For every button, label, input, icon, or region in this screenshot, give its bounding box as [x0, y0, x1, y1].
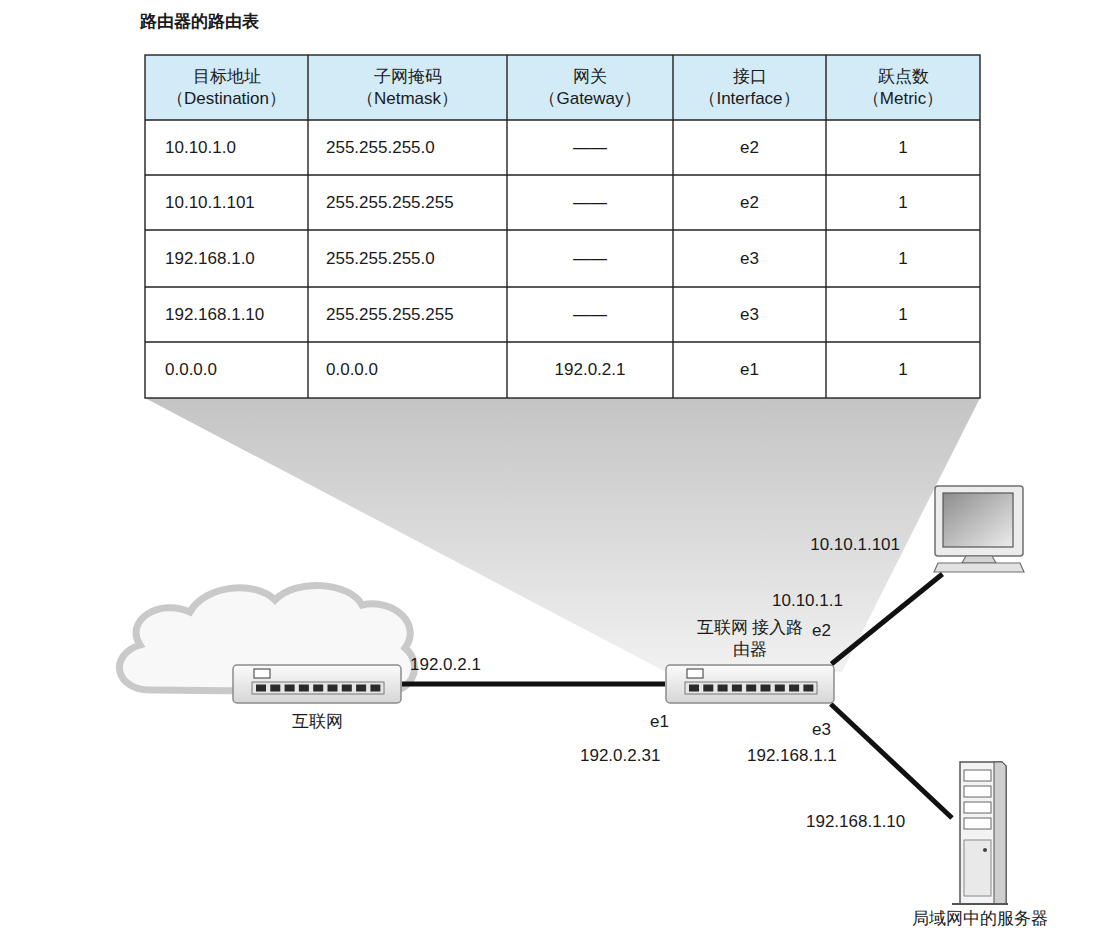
ip-address: 192.0.2.1 — [410, 655, 481, 675]
table-cell: —— — [507, 230, 673, 287]
network-link — [831, 704, 952, 818]
lan-server-shape — [952, 758, 1008, 906]
table-value: 1 — [898, 359, 907, 381]
network-link — [831, 574, 942, 664]
table-cell: 1 — [826, 175, 980, 230]
table-cell: 255.255.255.0 — [308, 120, 507, 175]
router-icon — [233, 665, 401, 703]
router-icon — [666, 665, 834, 703]
table-cell: 10.10.1.0 — [145, 120, 308, 175]
table-cell: 255.255.255.255 — [308, 287, 507, 342]
table-value: 10.10.1.101 — [165, 192, 255, 214]
access-router: 互联网 接入路由器 — [665, 664, 835, 704]
ip-address: 192.0.2.31 — [580, 746, 660, 766]
table-cell: e3 — [673, 287, 826, 342]
table-grid — [145, 55, 980, 398]
table-value: 192.168.1.0 — [165, 248, 255, 270]
ip-address: 192.168.1.10 — [806, 812, 905, 832]
table-cell: 1 — [826, 342, 980, 398]
table-cell: 0.0.0.0 — [145, 342, 308, 398]
table-cell: 1 — [826, 120, 980, 175]
table-cell: —— — [507, 287, 673, 342]
table-value: 0.0.0.0 — [326, 359, 378, 381]
table-cell: 1 — [826, 287, 980, 342]
interface-name: e2 — [812, 621, 831, 641]
table-header: 接口 （Interface） — [685, 66, 815, 110]
table-value: e2 — [740, 192, 759, 214]
table-value: 192.168.1.10 — [165, 304, 264, 326]
table-value: 255.255.255.255 — [326, 304, 454, 326]
interface-name: e3 — [812, 720, 831, 740]
table-cell: 1 — [826, 230, 980, 287]
table-cell: 192.168.1.0 — [145, 230, 308, 287]
table-cell: 0.0.0.0 — [308, 342, 507, 398]
table-header-fill — [145, 55, 980, 120]
server-icon — [952, 762, 1008, 904]
table-cell: 目标地址 （Destination） — [145, 55, 308, 120]
table-value: e3 — [740, 304, 759, 326]
table-cell: —— — [507, 120, 673, 175]
table-value: 0.0.0.0 — [165, 359, 217, 381]
lan-server: 局域网中的服务器 — [952, 758, 1008, 906]
table-value: e3 — [740, 248, 759, 270]
ip-address: 192.168.1.1 — [747, 746, 837, 766]
ip-address: 10.10.1.101 — [810, 535, 900, 555]
table-header: 目标地址 （Destination） — [162, 66, 292, 110]
table-value: 1 — [898, 304, 907, 326]
pc-host-shape — [932, 484, 1026, 574]
table-cell: e1 — [673, 342, 826, 398]
table-value: 1 — [898, 248, 907, 270]
table-value: —— — [573, 304, 607, 326]
internet-router: 互联网 — [232, 664, 402, 704]
table-value: 255.255.255.255 — [326, 192, 454, 214]
table-header: 子网掩码 （Netmask） — [343, 66, 473, 110]
table-value: 192.0.2.1 — [555, 359, 626, 381]
table-value: 255.255.255.0 — [326, 248, 435, 270]
table-cell: 10.10.1.101 — [145, 175, 308, 230]
table-header: 跃点数 （Metric） — [838, 66, 968, 110]
table-value: —— — [573, 192, 607, 214]
table-cell: 255.255.255.0 — [308, 230, 507, 287]
device-label: 局域网中的服务器 — [912, 909, 1048, 929]
table-cell: 192.168.1.10 — [145, 287, 308, 342]
table-cell: 192.0.2.1 — [507, 342, 673, 398]
table-cell: 跃点数 （Metric） — [826, 55, 980, 120]
internet-router-shape — [232, 664, 402, 704]
pc-host: 10.10.1.101 — [932, 484, 1026, 574]
table-cell: e2 — [673, 175, 826, 230]
table-value: e2 — [740, 137, 759, 159]
table-cell: e3 — [673, 230, 826, 287]
table-value: 1 — [898, 192, 907, 214]
ip-address: 10.10.1.1 — [772, 591, 843, 611]
table-value: 1 — [898, 137, 907, 159]
table-value: 10.10.1.0 — [165, 137, 236, 159]
table-value: —— — [573, 248, 607, 270]
network-link — [402, 682, 665, 687]
table-value: e1 — [740, 359, 759, 381]
interface-name: e1 — [650, 712, 669, 732]
table-body-fill — [145, 120, 980, 398]
device-label: 互联网 接入路由器 — [695, 617, 805, 661]
table-value: —— — [573, 137, 607, 159]
table-header: 网关 （Gateway） — [525, 66, 655, 110]
table-value: 255.255.255.0 — [326, 137, 435, 159]
table-cell: —— — [507, 175, 673, 230]
table-cell: 子网掩码 （Netmask） — [308, 55, 507, 120]
access-router-shape — [665, 664, 835, 704]
figure-title: 路由器的路由表 — [140, 12, 259, 32]
device-label: 互联网 — [232, 712, 402, 732]
table-cell: e2 — [673, 120, 826, 175]
table-cell: 接口 （Interface） — [673, 55, 826, 120]
table-cell: 255.255.255.255 — [308, 175, 507, 230]
pc-monitor-icon — [934, 486, 1024, 572]
table-cell: 网关 （Gateway） — [507, 55, 673, 120]
